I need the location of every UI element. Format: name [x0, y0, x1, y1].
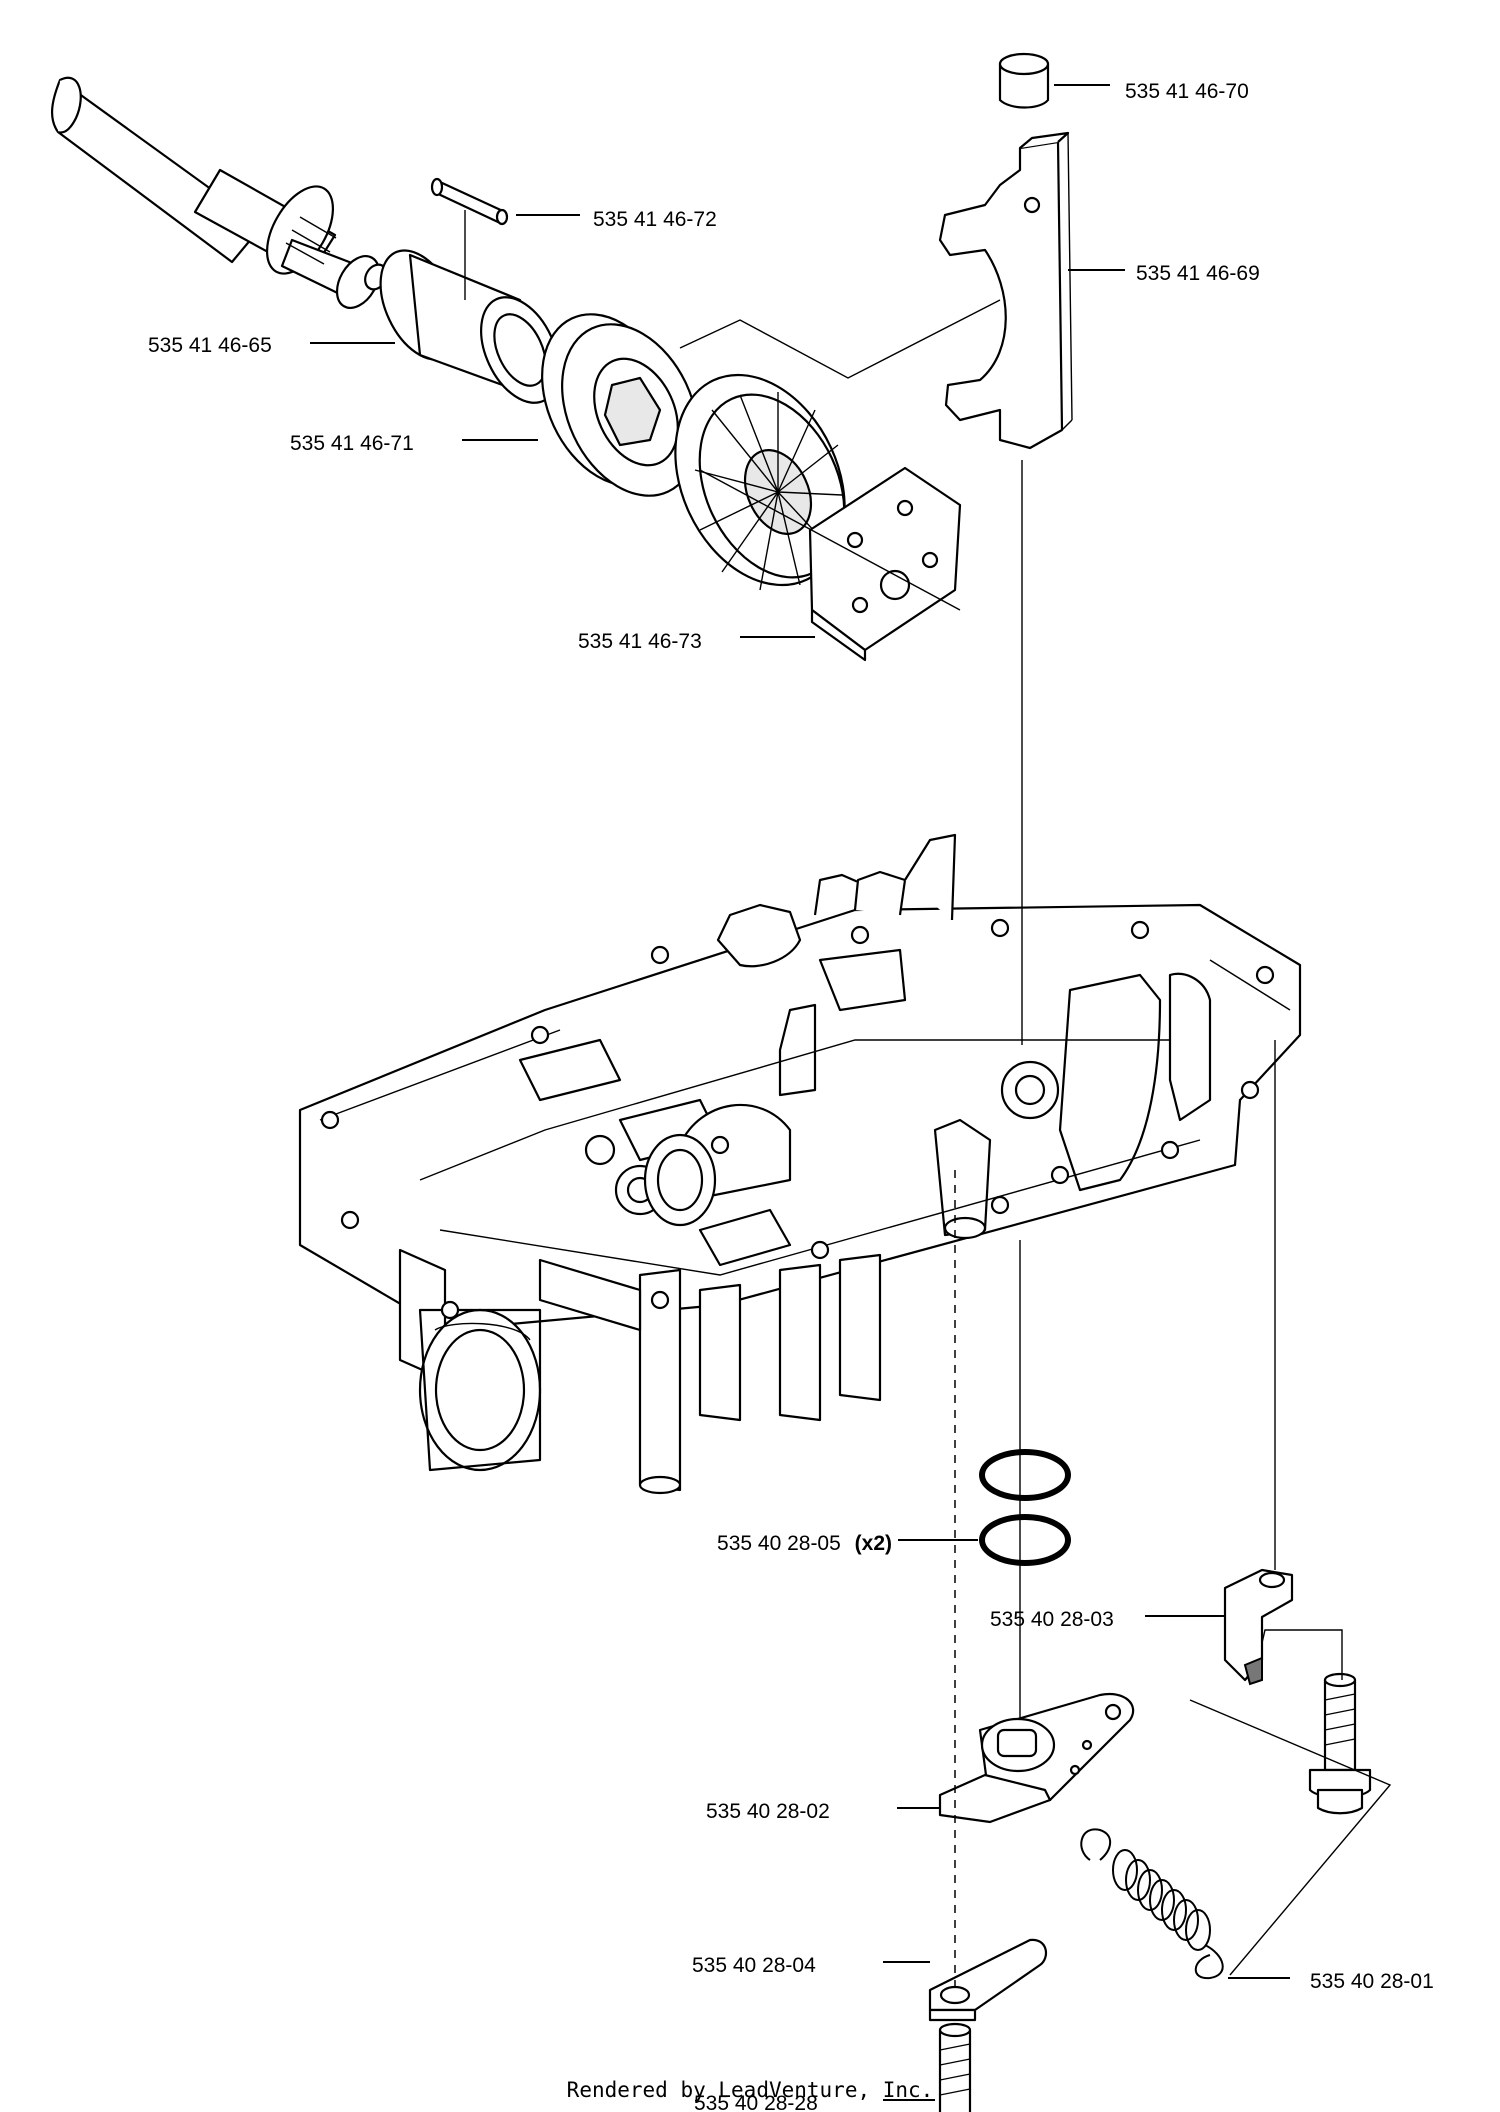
- part-label-535-41-46-72: 535 41 46-72: [593, 208, 717, 231]
- spring-part: [1080, 1828, 1224, 1980]
- shaft-part: [51, 76, 388, 309]
- part-label-535-41-46-71: 535 41 46-71: [290, 432, 414, 455]
- part-label-535-41-46-70: 535 41 46-70: [1125, 80, 1249, 103]
- part-label-535-41-46-65: 535 41 46-65: [148, 334, 272, 357]
- shift-fork-part: [938, 131, 1073, 450]
- part-label-535-41-46-73: 535 41 46-73: [578, 630, 702, 653]
- part-label-535-40-28-02: 535 40 28-02: [706, 1800, 830, 1823]
- part-label-535-40-28-28: 535 40 28-28: [694, 2092, 818, 2112]
- leader-lines: [310, 84, 1290, 2101]
- assembly-lines: [464, 210, 1392, 1990]
- o-ring-part: [979, 1449, 1071, 1566]
- lever-part: [938, 1692, 1135, 1824]
- crankcase-part: [298, 833, 1302, 1495]
- part-label-535-40-28-04: 535 40 28-04: [692, 1954, 816, 1977]
- weight-plate-part: [808, 466, 962, 662]
- fan-gear-part: [674, 373, 846, 591]
- part-label-535-41-46-69: 535 41 46-69: [1136, 262, 1260, 285]
- sleeve-part: [379, 249, 560, 404]
- bolt-upper-part: [1308, 1672, 1372, 1815]
- pulley-part: [541, 313, 699, 497]
- lock-plate-part: [928, 1938, 1048, 2022]
- pin-part: [430, 177, 509, 226]
- bracket-part: [1223, 1568, 1294, 1686]
- part-number: 535 40 28-05: [717, 1532, 841, 1555]
- part-labels: 535 41 46-70 535 41 46-72 535 41 46-69 5…: [148, 80, 1434, 2112]
- bolt-lower-part: [938, 2022, 972, 2112]
- part-quantity: (x2): [855, 1532, 892, 1555]
- part-label-535-40-28-05: 535 40 28-05 (x2): [717, 1532, 892, 1555]
- part-label-535-40-28-01: 535 40 28-01: [1310, 1970, 1434, 1993]
- part-label-535-40-28-03: 535 40 28-03: [990, 1608, 1114, 1631]
- cap-part: [998, 52, 1050, 109]
- footer-text: Rendered by LeadVenture, Inc.: [566, 2078, 934, 2102]
